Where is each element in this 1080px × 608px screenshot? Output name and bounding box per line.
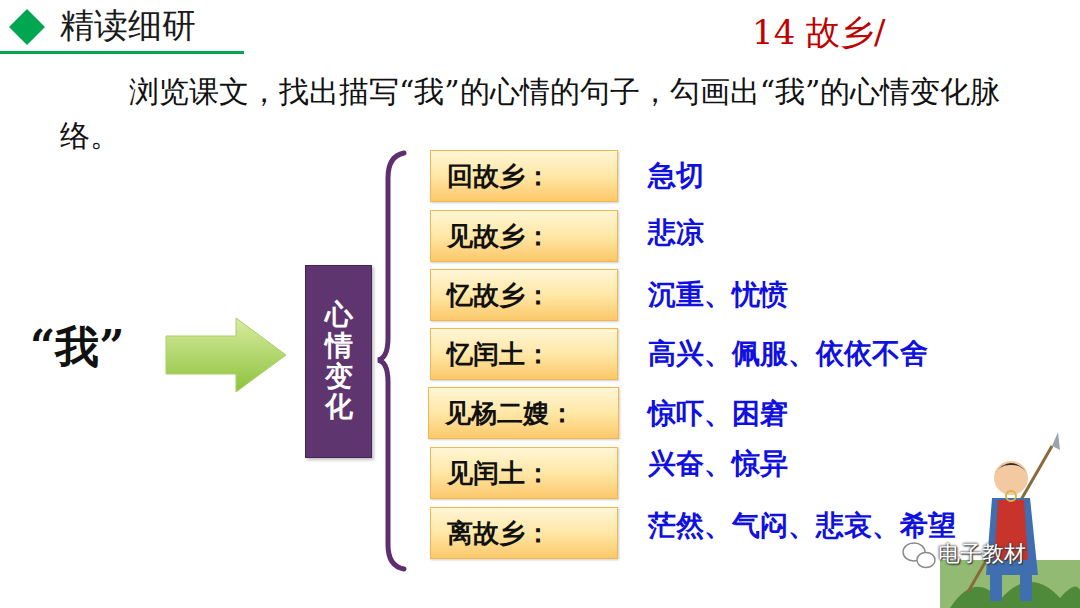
stage-name: 忆闰土： — [447, 337, 551, 372]
stage-name: 见故乡： — [447, 219, 551, 254]
mood-text: 沉重、忧愤 — [648, 277, 788, 313]
mood-text: 急切 — [648, 158, 704, 194]
stage-name: 见闰土： — [447, 456, 551, 491]
mood-text: 惊吓、困窘 — [648, 396, 788, 432]
category-box: 心情变化 — [305, 265, 372, 458]
heading-underline — [0, 51, 244, 54]
watermark: 电子教材 — [938, 540, 1026, 569]
stage-name: 见杨二嫂： — [445, 396, 575, 431]
stage-box: 回故乡： — [430, 150, 618, 202]
slide-heading: 精读细研 — [60, 3, 196, 49]
subject-text: “我” — [30, 318, 125, 375]
stage-box: 见杨二嫂： — [428, 387, 619, 439]
stage-box: 见故乡： — [430, 210, 618, 262]
stage-name: 回故乡： — [447, 159, 551, 194]
mood-text: 茫然、气闷、悲哀、希望 — [648, 508, 956, 544]
mood-text: 兴奋、惊异 — [648, 446, 788, 482]
lesson-number: 14 故乡/ — [752, 10, 886, 54]
stage-box: 忆闰土： — [430, 328, 618, 380]
block-arrow — [166, 318, 286, 392]
stage-box: 见闰土： — [430, 447, 618, 499]
mood-text: 高兴、佩服、依依不舍 — [648, 336, 928, 372]
stage-box: 离故乡： — [430, 507, 618, 559]
boy-illustration — [940, 432, 1080, 608]
curly-brace — [378, 153, 404, 569]
mood-text: 悲凉 — [648, 215, 704, 251]
vertical-heading: 心情变化 — [325, 300, 353, 423]
heading-diamond — [9, 9, 45, 45]
stage-name: 忆故乡： — [447, 278, 551, 313]
instruction-text: 浏览课文，找出描写“我”的心情的句子，勾画出“我”的心情变化脉络。 — [60, 70, 1050, 157]
stage-name: 离故乡： — [447, 516, 551, 551]
wechat-icon — [903, 543, 935, 568]
stage-box: 忆故乡： — [430, 269, 618, 321]
